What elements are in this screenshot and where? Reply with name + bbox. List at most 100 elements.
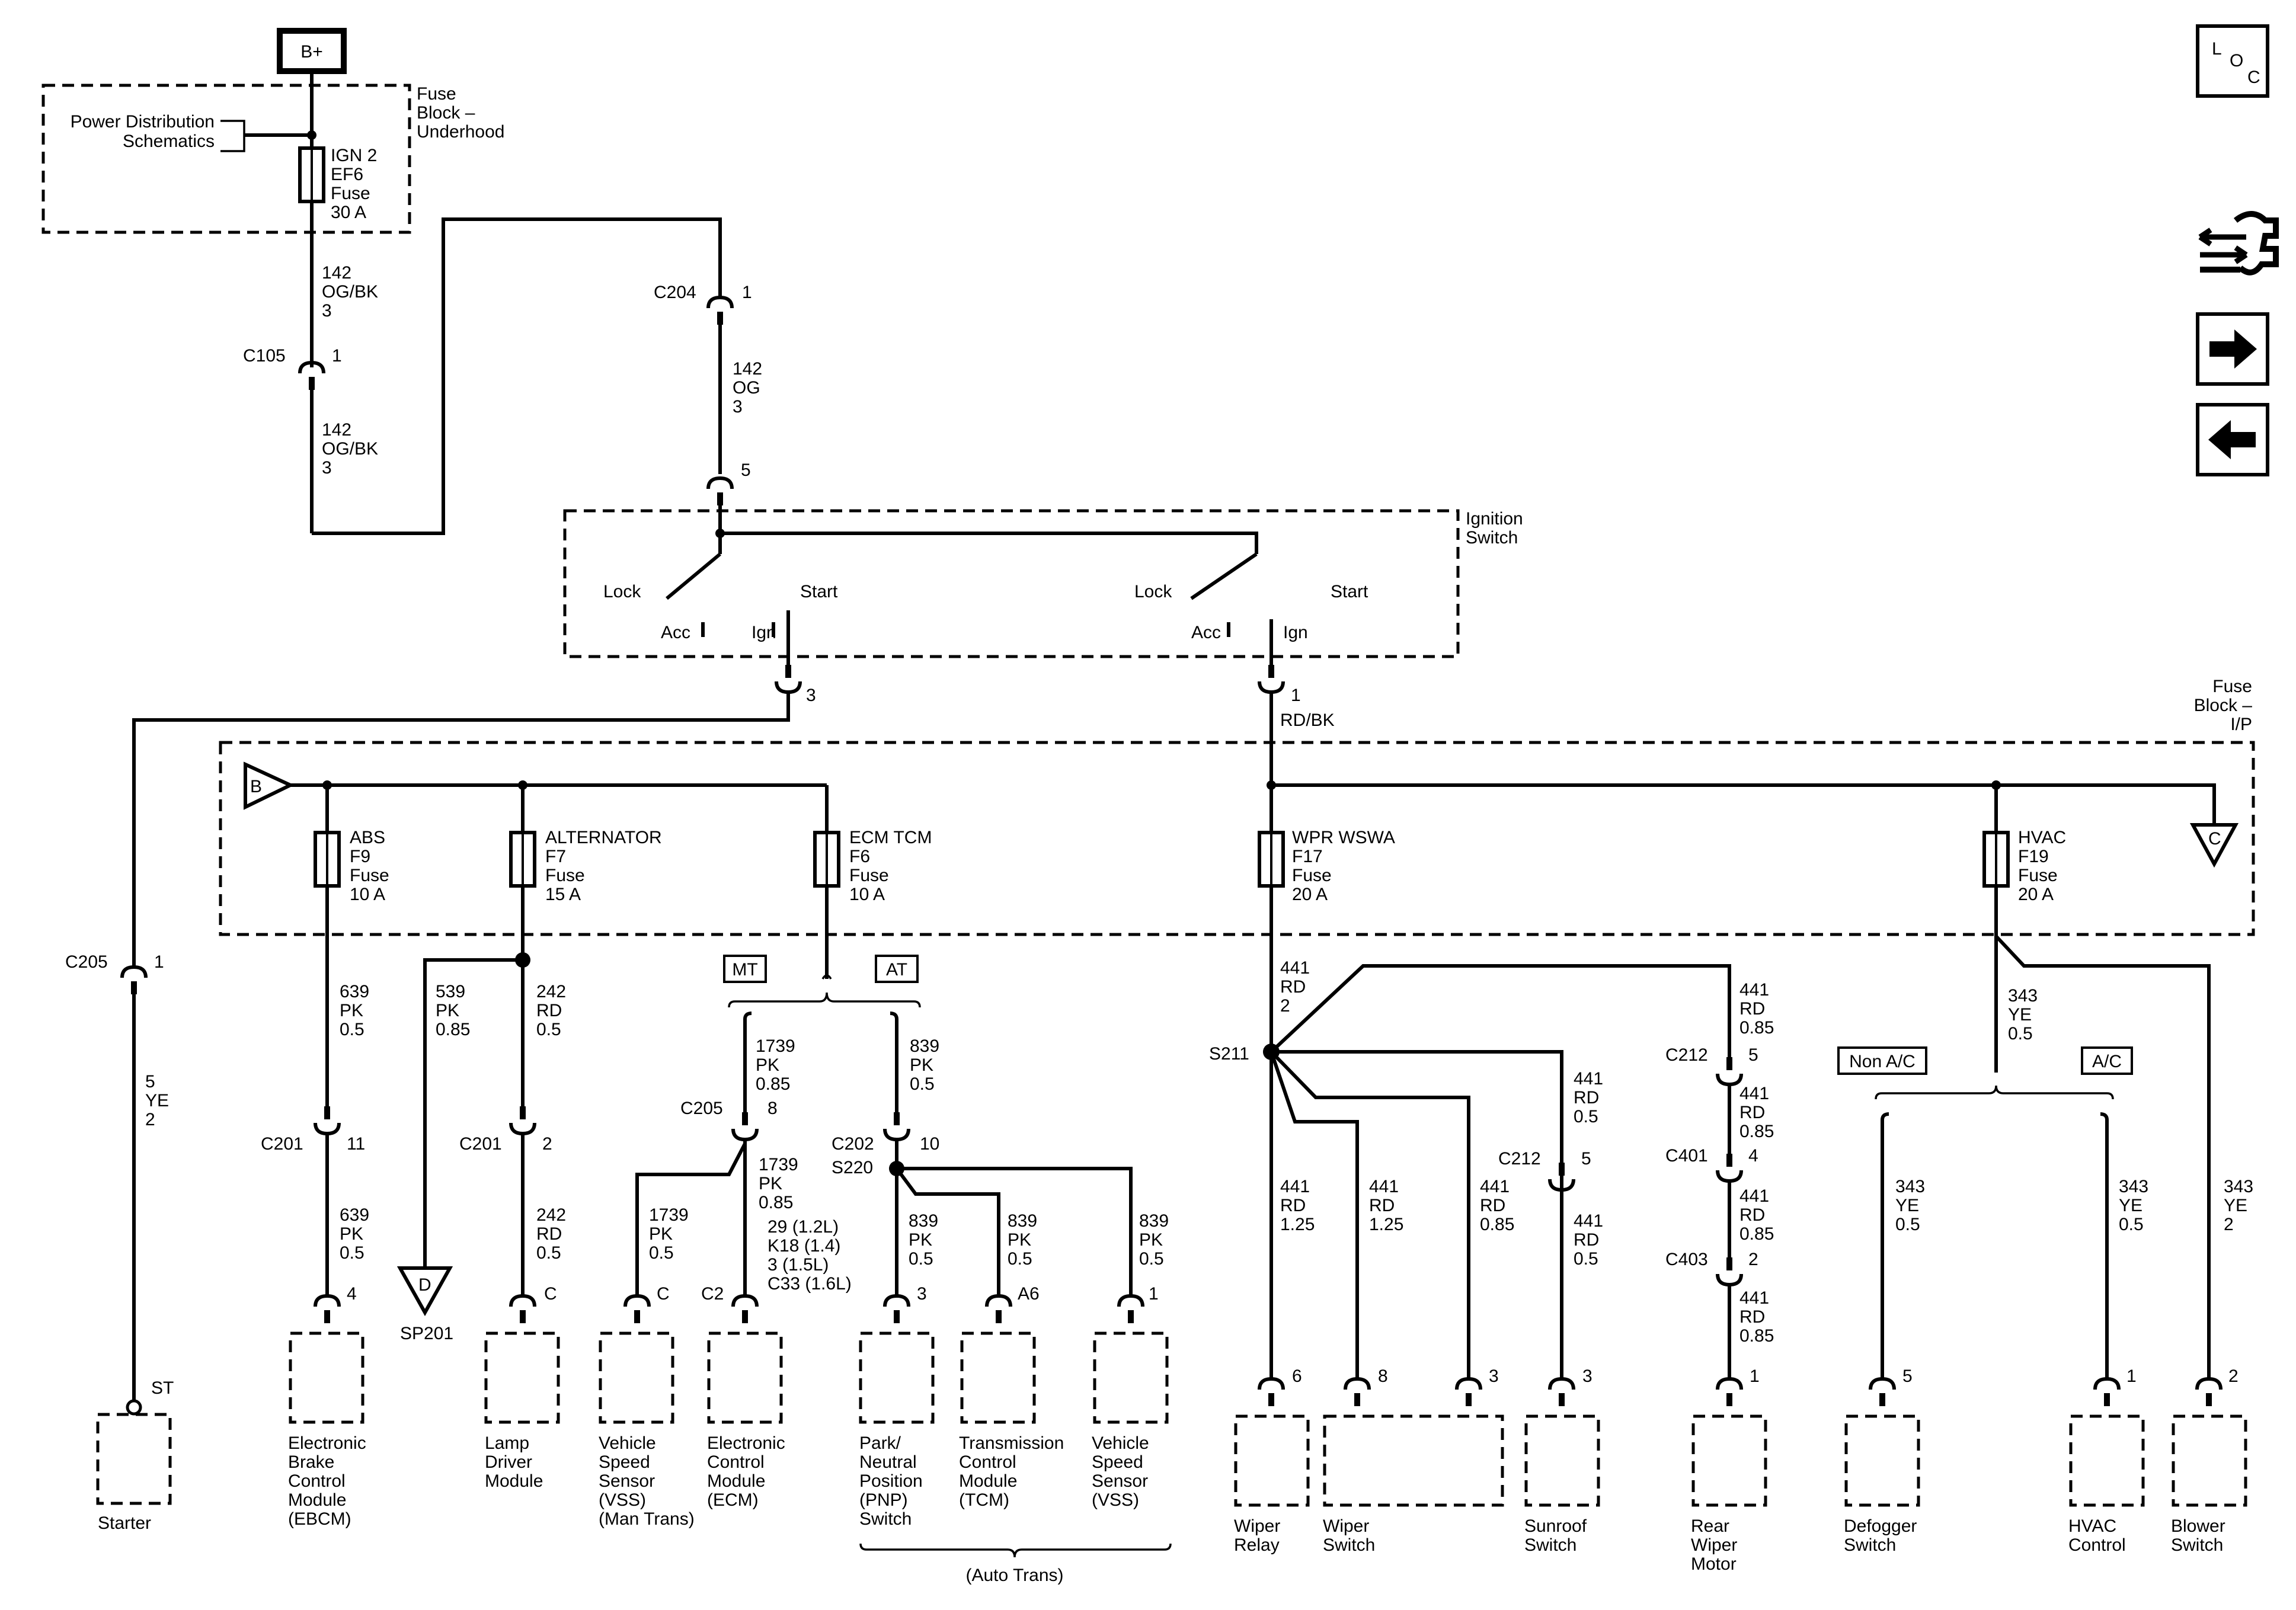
svg-text:Non A/C: Non A/C	[1849, 1052, 1916, 1071]
svg-text:0.5: 0.5	[649, 1243, 674, 1263]
svg-text:Neutral: Neutral	[859, 1452, 917, 1472]
svg-text:10 A: 10 A	[350, 885, 385, 904]
arrow-left-icon[interactable]	[2196, 403, 2269, 476]
svg-text:F7: F7	[545, 847, 566, 866]
svg-text:Relay: Relay	[1234, 1535, 1280, 1555]
wire-label-1739-a: 1739 PK 0.85	[756, 1036, 795, 1094]
wire-label-839-top: 839 PK 0.5	[910, 1036, 939, 1094]
wire-label-242-b: 242 RD 0.5	[536, 1205, 566, 1263]
hook-at	[890, 1012, 898, 1028]
svg-text:C33 (1.6L): C33 (1.6L)	[768, 1274, 852, 1294]
fuse-alternator-f7	[511, 833, 535, 886]
svg-text:839: 839	[1139, 1211, 1169, 1231]
svg-text:0.85: 0.85	[1480, 1215, 1514, 1234]
svg-text:PK: PK	[1139, 1230, 1163, 1250]
svg-text:5: 5	[145, 1072, 155, 1092]
power-distribution-ref: Power Distribution Schematics	[71, 112, 316, 152]
svg-text:AT: AT	[886, 960, 907, 980]
svg-text:MT: MT	[732, 960, 757, 980]
ign-pin1-label: 1	[1291, 686, 1301, 705]
ign-acc-label: Acc	[661, 623, 690, 642]
svg-text:PK: PK	[756, 1055, 779, 1075]
wire-label-441-relay: 441 RD 1.25	[1280, 1177, 1315, 1234]
vss-mt-connector	[625, 1296, 649, 1323]
wiring-tool-icon[interactable]	[2198, 211, 2279, 276]
svg-text:Control: Control	[707, 1452, 765, 1472]
c212-rear-label: C212	[1665, 1045, 1708, 1065]
svg-text:0.5: 0.5	[340, 1020, 364, 1039]
fuse-alternator-label: ALTERNATOR F7 Fuse 15 A	[545, 828, 662, 904]
svg-text:Switch: Switch	[2171, 1535, 2223, 1555]
svg-text:PK: PK	[436, 1001, 459, 1020]
svg-text:839: 839	[910, 1036, 939, 1056]
auto-trans-note: (Auto Trans)	[965, 1566, 1063, 1585]
svg-text:(PNP): (PNP)	[859, 1490, 908, 1510]
wire-label-142-c: 142 OG 3	[733, 359, 762, 417]
svg-text:0.5: 0.5	[1574, 1249, 1598, 1269]
svg-text:WPR WSWA: WPR WSWA	[1292, 828, 1395, 847]
svg-text:Sunroof: Sunroof	[1524, 1516, 1587, 1536]
svg-text:PK: PK	[909, 1230, 932, 1250]
svg-text:Fuse: Fuse	[417, 84, 456, 104]
bus-c-arrow	[2189, 823, 2239, 868]
svg-text:PK: PK	[649, 1224, 673, 1244]
ecm-label: Electronic Control Module (ECM)	[707, 1433, 785, 1510]
pnp-label: Park/ Neutral Position (PNP) Switch	[859, 1433, 923, 1529]
svg-text:1739: 1739	[756, 1036, 795, 1056]
wire-label-242-a: 242 RD 0.5	[536, 982, 566, 1039]
svg-text:343: 343	[2224, 1177, 2253, 1196]
svg-text:0.5: 0.5	[536, 1243, 561, 1263]
option-bracket-ac	[1875, 1085, 2114, 1100]
svg-text:20 A: 20 A	[1292, 885, 1328, 904]
svg-text:OG: OG	[733, 378, 760, 398]
svg-text:Speed: Speed	[599, 1452, 650, 1472]
tcm-connector	[987, 1296, 1011, 1323]
ign-in-pin: 5	[741, 460, 751, 480]
wiper-switch-label: Wiper Switch	[1323, 1516, 1375, 1555]
svg-text:PK: PK	[340, 1224, 363, 1244]
splice-ref-letter: D	[418, 1275, 431, 1295]
defogger-connector	[1870, 1379, 1894, 1406]
c204-pin: 1	[742, 283, 752, 302]
svg-text:839: 839	[1008, 1211, 1037, 1231]
bus-b-arrow	[244, 761, 295, 810]
wire-1739-to-vss	[635, 1142, 747, 1298]
svg-text:Ignition: Ignition	[1466, 509, 1523, 529]
wire-839-to-vss	[897, 1167, 1133, 1298]
bus-c-label: C	[2208, 829, 2221, 849]
loc-icon[interactable]: L O C	[2196, 24, 2269, 98]
connector-c403	[1718, 1257, 1741, 1285]
splice-ref-name: SP201	[400, 1324, 453, 1343]
svg-text:RD: RD	[1480, 1196, 1505, 1215]
svg-text:F9: F9	[350, 847, 370, 866]
wire-label-142-b: 142 OG/BK 3	[322, 420, 378, 478]
wire-label-343-defog: 343 YE 0.5	[1895, 1177, 1925, 1234]
wire-label-441-sunroof-b: 441 RD 0.5	[1574, 1211, 1603, 1269]
arrow-right-icon[interactable]	[2196, 312, 2269, 386]
wire-label-441-wsw2: 441 RD 0.85	[1480, 1177, 1514, 1234]
ebcm-connector	[315, 1296, 339, 1323]
ignition-contact-left	[666, 552, 721, 600]
svg-text:142: 142	[733, 359, 762, 379]
svg-text:(Man Trans): (Man Trans)	[599, 1509, 695, 1529]
svg-text:343: 343	[2008, 986, 2038, 1006]
wiper-switch-pin-3: 3	[1489, 1366, 1499, 1386]
svg-text:Fuse: Fuse	[849, 866, 889, 885]
svg-text:OG/BK: OG/BK	[322, 439, 378, 459]
svg-text:Switch: Switch	[1524, 1535, 1576, 1555]
svg-text:RD: RD	[1369, 1196, 1395, 1215]
svg-text:142: 142	[322, 420, 351, 440]
b-plus-supply: B+	[277, 28, 347, 74]
fuse-block-ip-box	[219, 741, 2255, 936]
ebcm-pin: 4	[347, 1284, 357, 1304]
blower-pin: 2	[2228, 1366, 2239, 1386]
svg-text:1739: 1739	[759, 1155, 798, 1174]
rear-wiper-label: Rear Wiper Motor	[1691, 1516, 1737, 1574]
svg-text:Module: Module	[959, 1471, 1017, 1491]
pnp-box	[859, 1331, 935, 1424]
connector-ign-in-pin5	[708, 478, 732, 505]
svg-text:0.5: 0.5	[2119, 1215, 2144, 1234]
svg-text:Vehicle: Vehicle	[1092, 1433, 1149, 1453]
svg-text:PK: PK	[1008, 1230, 1031, 1250]
wire-441-to-wiper-switch-8	[1269, 1051, 1359, 1381]
